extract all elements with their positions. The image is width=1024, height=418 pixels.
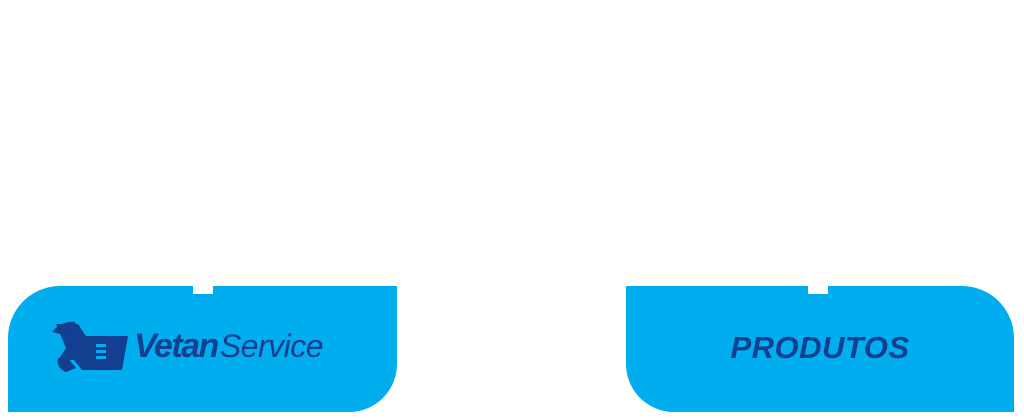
- produtos-card[interactable]: PRODUTOS: [626, 282, 1014, 412]
- card-notch: [808, 282, 828, 294]
- brand-name-bold: Vetan: [134, 326, 219, 365]
- vetan-service-logo: Vetan Service: [52, 316, 324, 376]
- card-notch: [193, 282, 213, 294]
- produtos-label: PRODUTOS: [730, 330, 910, 365]
- wrench-icon: [52, 321, 128, 372]
- brand-name-light: Service: [219, 327, 324, 364]
- vetan-service-card[interactable]: Vetan Service: [8, 282, 397, 412]
